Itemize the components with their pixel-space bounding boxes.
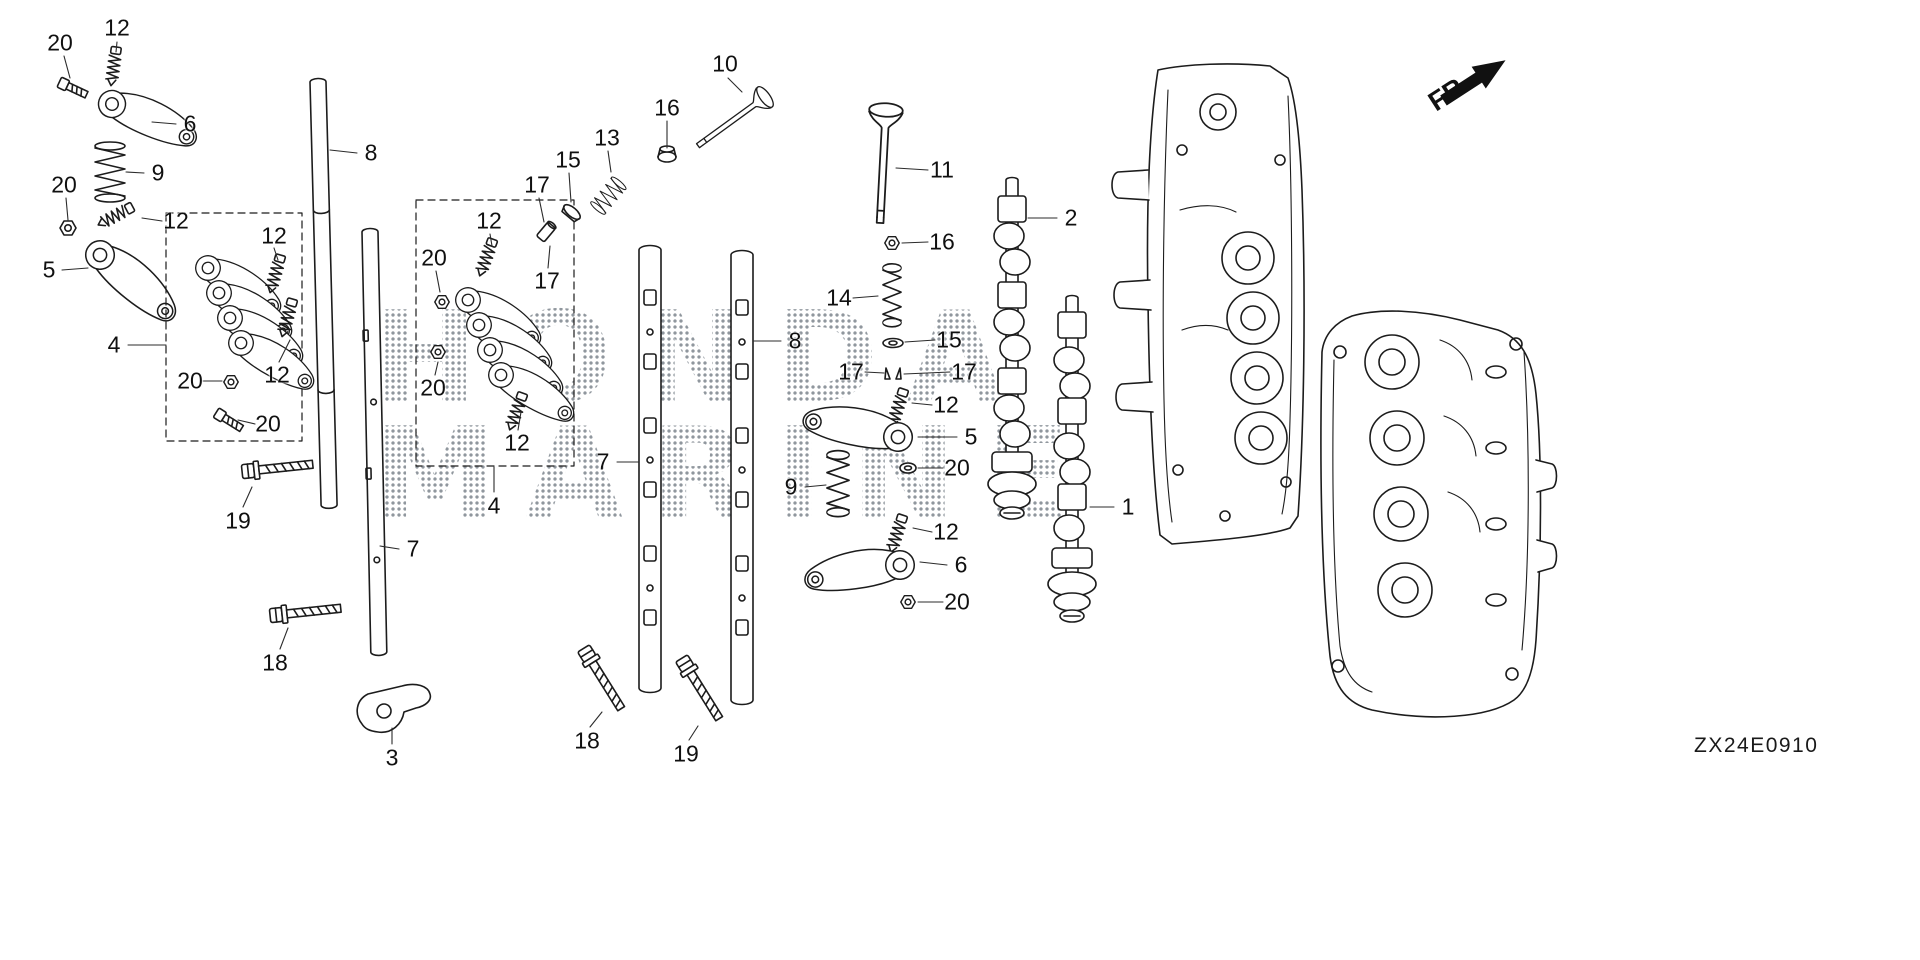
- part-callout-9[interactable]: 9: [151, 159, 165, 186]
- part-callout-12[interactable]: 12: [933, 391, 959, 418]
- part-callout-19[interactable]: 19: [225, 507, 251, 534]
- diagram-code: ZX24E0910: [1694, 734, 1819, 757]
- part-callout-20[interactable]: 20: [944, 454, 970, 481]
- part-callout-20[interactable]: 20: [47, 29, 73, 56]
- part-callout-20[interactable]: 20: [51, 171, 77, 198]
- part-valve-cotter-17-top: [536, 220, 557, 243]
- part-callout-17[interactable]: 17: [534, 267, 560, 294]
- part-cylinder-head: [1320, 310, 1558, 718]
- part-callout-12[interactable]: 12: [104, 14, 130, 41]
- part-callout-20[interactable]: 20: [255, 410, 281, 437]
- part-callout-4[interactable]: 4: [487, 492, 501, 519]
- part-callout-1[interactable]: 1: [1121, 493, 1135, 520]
- leader-lines: [61, 41, 1115, 745]
- part-callout-8[interactable]: 8: [364, 139, 378, 166]
- part-washer-20-right1: [899, 462, 917, 474]
- part-camshaft-2: [987, 176, 1037, 520]
- part-callout-12[interactable]: 12: [476, 207, 502, 234]
- part-callout-7[interactable]: 7: [406, 535, 420, 562]
- part-callout-18[interactable]: 18: [262, 649, 288, 676]
- part-callout-9[interactable]: 9: [784, 473, 798, 500]
- part-callout-7[interactable]: 7: [596, 448, 610, 475]
- part-callout-18[interactable]: 18: [574, 727, 600, 754]
- part-spring-retainer-15-top: [561, 203, 581, 223]
- watermark-line2: MARINE: [372, 410, 1098, 536]
- part-callout-20[interactable]: 20: [177, 367, 203, 394]
- part-callout-15[interactable]: 15: [555, 146, 581, 173]
- part-callout-15[interactable]: 15: [936, 326, 962, 353]
- part-callout-20[interactable]: 20: [421, 244, 447, 271]
- part-bracket-3: [356, 683, 432, 734]
- part-callout-6[interactable]: 6: [954, 551, 968, 578]
- part-rocker-shaft-7-left: [361, 227, 388, 657]
- part-callout-16[interactable]: 16: [929, 228, 955, 255]
- part-callout-14[interactable]: 14: [826, 284, 852, 311]
- part-camshaft-1: [1047, 294, 1097, 623]
- part-cylinder-head-cover: [1111, 63, 1305, 545]
- part-callout-13[interactable]: 13: [594, 124, 620, 151]
- part-callout-8[interactable]: 8: [788, 327, 802, 354]
- part-callout-4[interactable]: 4: [107, 331, 121, 358]
- part-callout-12[interactable]: 12: [504, 429, 530, 456]
- part-rocker-shaft-7-middle: [638, 244, 662, 694]
- fr-arrow: [1440, 60, 1506, 106]
- part-callout-12[interactable]: 12: [261, 222, 287, 249]
- part-callout-5[interactable]: 5: [964, 423, 978, 450]
- part-callout-6[interactable]: 6: [183, 110, 197, 137]
- part-callout-17[interactable]: 17: [838, 358, 864, 385]
- watermark: HONDA MARINE: [372, 295, 1098, 537]
- part-callout-19[interactable]: 19: [673, 740, 699, 767]
- part-spring-retainer-15-right: [882, 337, 904, 349]
- part-callout-2[interactable]: 2: [1064, 204, 1078, 231]
- part-callout-17[interactable]: 17: [524, 171, 550, 198]
- part-rocker-shaft-8-middle: [730, 249, 754, 706]
- part-callout-11[interactable]: 11: [930, 156, 954, 183]
- part-callout-10[interactable]: 10: [712, 50, 738, 77]
- part-callout-12[interactable]: 12: [933, 518, 959, 545]
- part-callout-17[interactable]: 17: [951, 358, 977, 385]
- part-callout-12[interactable]: 12: [163, 207, 189, 234]
- part-callout-20[interactable]: 20: [420, 374, 446, 401]
- part-callout-5[interactable]: 5: [42, 256, 56, 283]
- part-rocker-shaft-8-left: [309, 77, 338, 510]
- part-callout-16[interactable]: 16: [654, 94, 680, 121]
- part-valve-cotters-17-right: [884, 367, 902, 380]
- part-callout-12[interactable]: 12: [264, 361, 290, 388]
- group-box-4-left: [165, 212, 324, 442]
- group-box-4-middle: [415, 199, 584, 467]
- part-callout-3[interactable]: 3: [385, 744, 399, 771]
- part-callout-20[interactable]: 20: [944, 588, 970, 615]
